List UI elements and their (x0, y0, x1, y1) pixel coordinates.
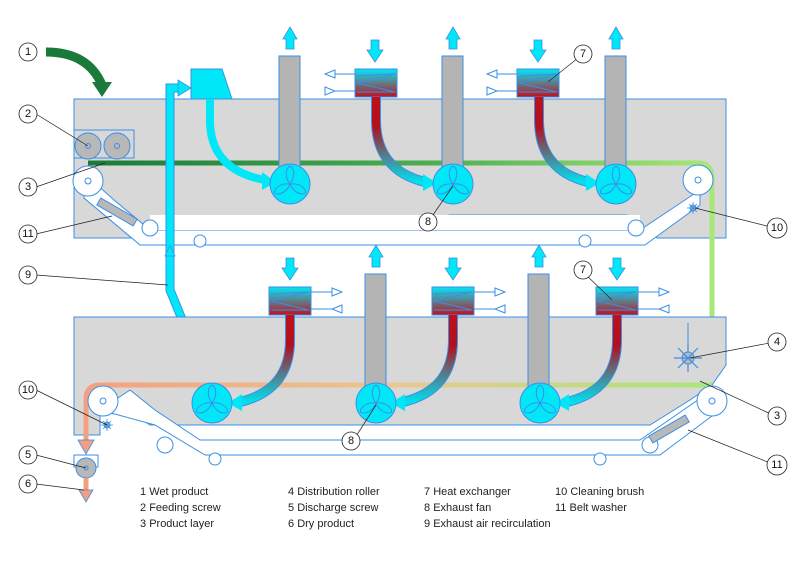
callout-number: 5 (25, 449, 31, 461)
hot-air-duct (535, 97, 590, 186)
upper-belt-return (83, 173, 701, 246)
callout-8-upper: 8 (418, 212, 438, 232)
heat-exchanger-icon (595, 286, 639, 316)
legend-column: 1 Wet product 2 Feeding screw 3 Product … (140, 484, 221, 532)
callout-number: 4 (774, 336, 780, 348)
legend-item: 1 Wet product (140, 486, 209, 498)
legend-item: 8 Exhaust fan (424, 502, 492, 514)
callouts: 1 2 3 11 9 10 5 6 8 7 10 7 4 3 11 8 (18, 42, 788, 494)
feeding-screw (73, 129, 135, 160)
belt-washer-icon (96, 197, 138, 227)
callout-10-lower: 10 (18, 380, 38, 400)
heat-exchangers-lower (268, 257, 671, 316)
legend-column: 7 Heat exchanger 8 Exhaust fan 9 Exhaust… (424, 484, 551, 532)
callout-7-lower: 7 (573, 260, 593, 280)
exhaust-arrow-icon (282, 26, 298, 50)
exhaust-fan-icon (191, 382, 233, 424)
legend-item: 9 Exhaust air recirculation (424, 518, 551, 530)
legend-item: 7 Heat exchanger (424, 486, 511, 498)
legend-column: 10 Cleaning brush 11 Belt washer (555, 484, 644, 516)
exhaust-stacks-upper (278, 26, 627, 187)
exhaust-arrow-icon (531, 244, 547, 268)
leader-lines (35, 53, 776, 491)
callout-number: 8 (425, 216, 431, 228)
heat-exchanger-icon (354, 68, 398, 98)
callout-number: 1 (25, 46, 31, 58)
heat-exchanger-icon (431, 286, 475, 316)
hot-air-duct (238, 315, 294, 406)
callout-number: 11 (22, 228, 33, 240)
callout-number: 8 (348, 435, 354, 447)
callout-3: 3 (18, 177, 38, 197)
distribution-roller-icon (674, 323, 702, 372)
exhaust-fan-icon (432, 163, 474, 205)
callout-1: 1 (18, 42, 38, 62)
callout-number: 10 (22, 384, 34, 396)
exhaust-arrow-icon (368, 244, 384, 268)
hot-air-duct (401, 315, 457, 406)
callout-number: 7 (580, 264, 586, 276)
legend-item: 2 Feeding screw (140, 502, 221, 514)
callout-number: 7 (580, 48, 586, 60)
exhaust-arrow-icon (608, 26, 624, 50)
legend-column: 4 Distribution roller 5 Discharge screw … (288, 484, 380, 532)
heat-exchangers-upper (323, 39, 560, 98)
callout-number: 10 (771, 222, 783, 234)
legend-item: 4 Distribution roller (288, 486, 380, 498)
legend-item: 3 Product layer (140, 518, 214, 530)
callout-11-lower: 11 (766, 454, 788, 476)
callout-7-upper: 7 (573, 44, 593, 64)
lower-chamber (73, 316, 727, 436)
callout-5: 5 (18, 445, 38, 465)
callout-2: 2 (18, 104, 38, 124)
exhaust-fan-icon (519, 382, 561, 424)
hot-air-duct (565, 315, 621, 406)
callout-number: 3 (25, 181, 31, 193)
legend-item: 6 Dry product (288, 518, 355, 530)
legend-item: 11 Belt washer (555, 502, 627, 514)
callout-number: 11 (771, 459, 782, 471)
lower-belt-rollers (87, 385, 728, 466)
exhaust-fan-icon (355, 382, 397, 424)
dry-product-arrow-icon (78, 489, 94, 503)
exhaust-fan-icon (269, 163, 311, 205)
callout-number: 6 (25, 478, 31, 490)
hopper-duct (206, 99, 266, 184)
lower-product-layer (83, 382, 712, 440)
heat-exchanger-icon (516, 68, 560, 98)
callout-6: 6 (18, 474, 38, 494)
feed-hopper (190, 68, 233, 100)
exhaust-stacks-lower (364, 244, 550, 405)
upper-belt-rollers (72, 164, 714, 248)
legend-item: 5 Discharge screw (288, 502, 379, 514)
discharge-screw (73, 454, 99, 479)
callout-number: 2 (25, 108, 31, 120)
legend-item: 10 Cleaning brush (555, 486, 645, 498)
wet-product-arrow-icon (45, 47, 107, 87)
belt-washer-icon (648, 414, 690, 444)
callout-11-upper: 11 (18, 224, 38, 244)
heat-exchanger-icon (268, 286, 312, 316)
callout-9: 9 (18, 265, 38, 285)
hot-air-duct (372, 97, 427, 186)
callout-10-upper: 10 (766, 217, 788, 239)
callout-number: 9 (25, 269, 31, 281)
callout-3-lower: 3 (767, 406, 787, 426)
callout-8-lower: 8 (341, 431, 361, 451)
callout-4: 4 (767, 332, 787, 352)
callout-number: 3 (774, 410, 780, 422)
exhaust-fan-icon (595, 163, 637, 205)
exhaust-arrow-icon (445, 26, 461, 50)
screw-roller-icon (103, 132, 131, 160)
